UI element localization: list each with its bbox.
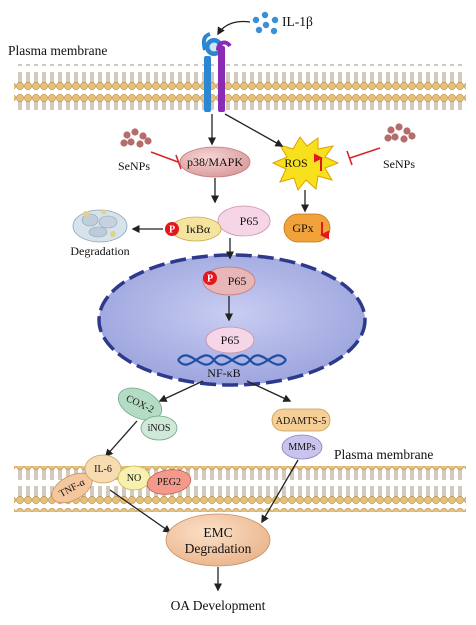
p65-phosphorylated-node — [202, 266, 256, 296]
ikba-label: IκBα — [186, 222, 211, 236]
il6-node — [84, 454, 122, 484]
p65-dna-bound-label: P65 — [221, 333, 240, 347]
emc-label-line1: EMC — [203, 525, 232, 540]
arrow-mmps-to-emc — [261, 459, 299, 524]
ikba-phospho-icon — [165, 222, 179, 236]
plasma-membrane-bottom-label: Plasma membrane — [334, 447, 433, 462]
inos-node — [140, 415, 178, 441]
plasma-membrane-top-label: Plasma membrane — [8, 43, 107, 58]
mmps-label: MMPs — [288, 442, 315, 453]
p38-mapk-label: p38/MAPK — [187, 155, 243, 169]
ligand-binding-arrow — [217, 20, 251, 36]
plasma-membrane-top — [14, 64, 466, 110]
inhibition-arrow-right — [346, 147, 381, 166]
proteasome-degradation-icon — [72, 209, 128, 243]
senps-left-icon — [120, 128, 152, 148]
senps-left-label: SeNPs — [118, 159, 150, 173]
il6-label: IL-6 — [94, 464, 112, 475]
gpx-node — [283, 213, 331, 243]
p65-cytoplasm-node — [217, 205, 271, 237]
no-label: NO — [127, 473, 141, 484]
senps-right-icon — [384, 123, 416, 143]
p65-phospho-label: P — [207, 274, 213, 285]
p65-dna-bound-node — [205, 326, 255, 354]
adamts5-label: ADAMTS-5 — [276, 416, 327, 427]
mmps-node — [281, 434, 323, 460]
degradation-label: Degradation — [70, 244, 129, 258]
adamts5-node — [271, 408, 331, 432]
emc-label-line2: Degradation — [185, 541, 252, 556]
il1-receptor-icon — [201, 32, 232, 112]
il1b-label: IL-1β — [282, 14, 313, 29]
p65-phospho-icon — [203, 271, 217, 285]
ikba-phospho-label: P — [169, 225, 175, 236]
cox2-node — [117, 387, 163, 421]
oa-development-label: OA Development — [171, 598, 266, 613]
p38-mapk-node — [179, 146, 251, 178]
inos-label: iNOS — [148, 423, 171, 434]
peg2-node — [146, 469, 192, 495]
gpx-label: GPx — [292, 221, 313, 235]
arrow-nfkb-to-adamts5 — [246, 380, 292, 402]
arrow-receptor-to-ros — [224, 113, 284, 147]
il1b-ligand-icon — [252, 11, 279, 35]
dna-helix-icon — [177, 354, 287, 366]
arrow-cox2-to-il6 — [105, 420, 138, 458]
p65-phosphorylated-label: P65 — [228, 274, 247, 288]
arrow-nfkb-to-cox2 — [158, 380, 204, 402]
nfkb-label: NF-κB — [207, 366, 240, 380]
p65-cytoplasm-label: P65 — [240, 214, 259, 228]
senps-right-label: SeNPs — [383, 157, 415, 171]
inhibition-arrow-left — [150, 151, 182, 170]
ros-label: ROS — [284, 156, 307, 170]
ros-node — [271, 136, 340, 192]
emc-degradation-node — [165, 513, 271, 567]
peg2-label: PEG2 — [157, 477, 181, 488]
arrow-cytokines-to-emc — [109, 489, 172, 533]
